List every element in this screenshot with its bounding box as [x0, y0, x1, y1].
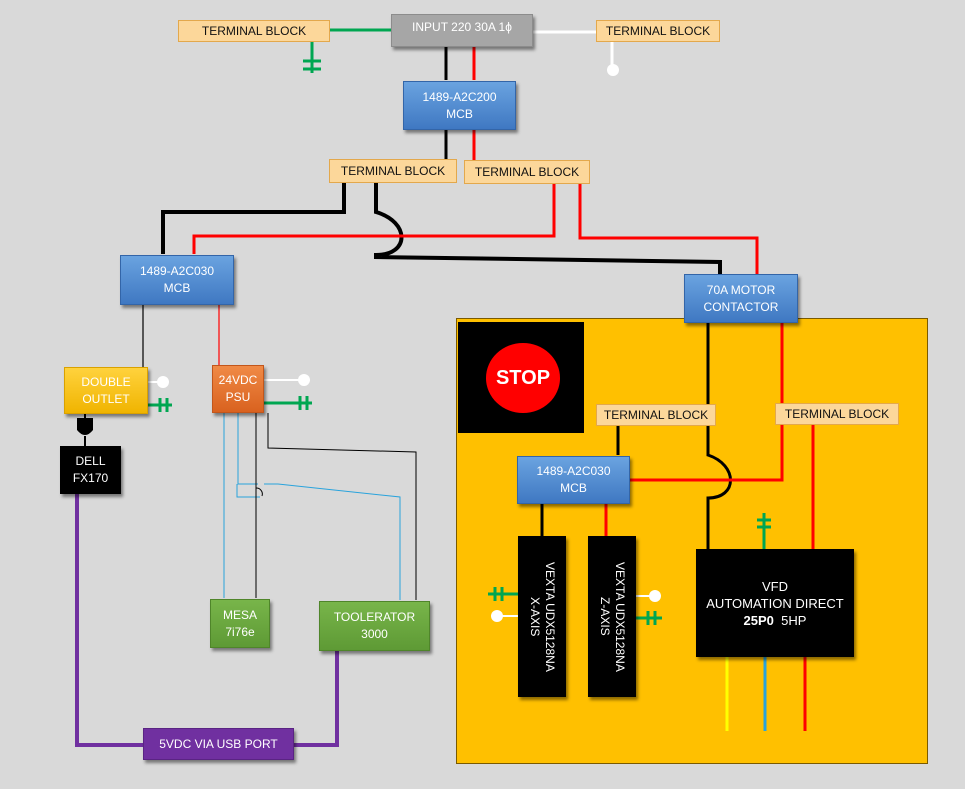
z-axis-label: Z-AXIS [598, 597, 612, 636]
panel-breaker-type: MCB [560, 481, 587, 495]
vfd-model: 25P0 [743, 612, 774, 628]
terminal-block-panel-left: TERMINAL BLOCK [596, 404, 716, 426]
terminal-block-label: TERMINAL BLOCK [340, 163, 446, 178]
usb-power-label: 5VDC VIA USB PORT [143, 728, 294, 760]
terminal-block-label: TERMINAL BLOCK [784, 406, 890, 421]
vfd-model-line: 25P0 5HP [744, 612, 807, 629]
dell-brand: DELL [75, 454, 106, 468]
contactor-type: CONTACTOR [703, 299, 779, 314]
main-breaker-type: MCB [446, 106, 473, 121]
psu-neutral-ground [264, 374, 312, 410]
terminal-block-mid-right: TERMINAL BLOCK [464, 160, 590, 184]
stop-label: STOP [495, 366, 551, 389]
mesa-card: MESA 7i76e [210, 599, 270, 648]
terminal-block-mid-left: TERMINAL BLOCK [329, 159, 457, 183]
toolerator-box: TOOLERATOR 3000 [319, 601, 430, 651]
terminal-block-label: TERMINAL BLOCK [605, 23, 711, 38]
mesa-brand: MESA [222, 607, 257, 622]
outlet-label-2: OUTLET [82, 391, 130, 406]
z-axis-driver: Z-AXIS VEXTA UDX5128NA [588, 536, 636, 697]
toolerator-number: 3000 [361, 627, 388, 641]
vfd-drive: VFD AUTOMATION DIRECT 25P0 5HP [696, 549, 854, 657]
main-breaker-model: 1489-A2C200 [422, 89, 497, 104]
dell-model: FX170 [72, 471, 109, 485]
panel-breaker: 1489-A2C030 MCB [517, 456, 630, 504]
input-power-box: INPUT 220 30A 1ϕ [391, 14, 533, 47]
psu-type: PSU [225, 390, 251, 404]
z-axis-driver-model: VEXTA UDX5128NA [613, 561, 627, 672]
terminal-block-label: TERMINAL BLOCK [474, 164, 580, 179]
terminal-block-top-right: TERMINAL BLOCK [596, 20, 720, 42]
motor-contactor: 70A MOTOR CONTACTOR [684, 274, 798, 323]
double-outlet: DOUBLE OUTLET [64, 367, 148, 414]
left-breaker-type: MCB [163, 281, 191, 295]
dell-computer: DELL FX170 [60, 446, 121, 494]
psu-signal-wires [223, 413, 417, 600]
dell-power-plug [77, 413, 93, 446]
outlet-label: DOUBLE [81, 374, 131, 389]
x-axis-driver-model: VEXTA UDX5128NA [543, 561, 557, 672]
main-breaker: 1489-A2C200 MCB [403, 81, 516, 130]
left-breaker-model: 1489-A2C030 [139, 264, 215, 278]
vfd-ground [757, 513, 771, 549]
contactor-output-wires [630, 323, 784, 549]
toolerator-name: TOOLERATOR [333, 610, 416, 624]
usb-label: 5VDC VIA USB PORT [159, 736, 278, 751]
x-driver-ground-neutral [488, 587, 518, 622]
terminal-block-label: TERMINAL BLOCK [603, 407, 709, 422]
usb-power-wire [75, 494, 339, 747]
l2-distribution-wire [192, 183, 759, 274]
terminal-block-panel-right: TERMINAL BLOCK [775, 403, 899, 425]
psu-24vdc: 24VDC PSU [212, 365, 264, 413]
terminal-block-top-left: TERMINAL BLOCK [178, 20, 330, 42]
left-breaker: 1489-A2C030 MCB [120, 255, 234, 305]
panel-breaker-model: 1489-A2C030 [536, 464, 611, 478]
vfd-horsepower: 5HP [781, 612, 807, 628]
x-axis-driver: X-AXIS VEXTA UDX5128NA [518, 536, 566, 697]
stop-button[interactable]: STOP [486, 343, 560, 413]
outlet-neutral-ground [148, 376, 172, 412]
l1-distribution-wire [161, 183, 722, 274]
x-axis-label: X-AXIS [528, 596, 542, 637]
z-driver-ground-neutral [636, 590, 662, 625]
mesa-model: 7i76e [225, 624, 255, 639]
vfd-title: VFD [762, 578, 788, 594]
contactor-rating: 70A MOTOR [706, 282, 776, 297]
vfd-manufacturer: AUTOMATION DIRECT [706, 595, 844, 611]
terminal-block-label: TERMINAL BLOCK [201, 23, 307, 38]
psu-voltage: 24VDC [218, 373, 258, 387]
input-label: INPUT 220 30A 1ϕ [412, 20, 512, 34]
